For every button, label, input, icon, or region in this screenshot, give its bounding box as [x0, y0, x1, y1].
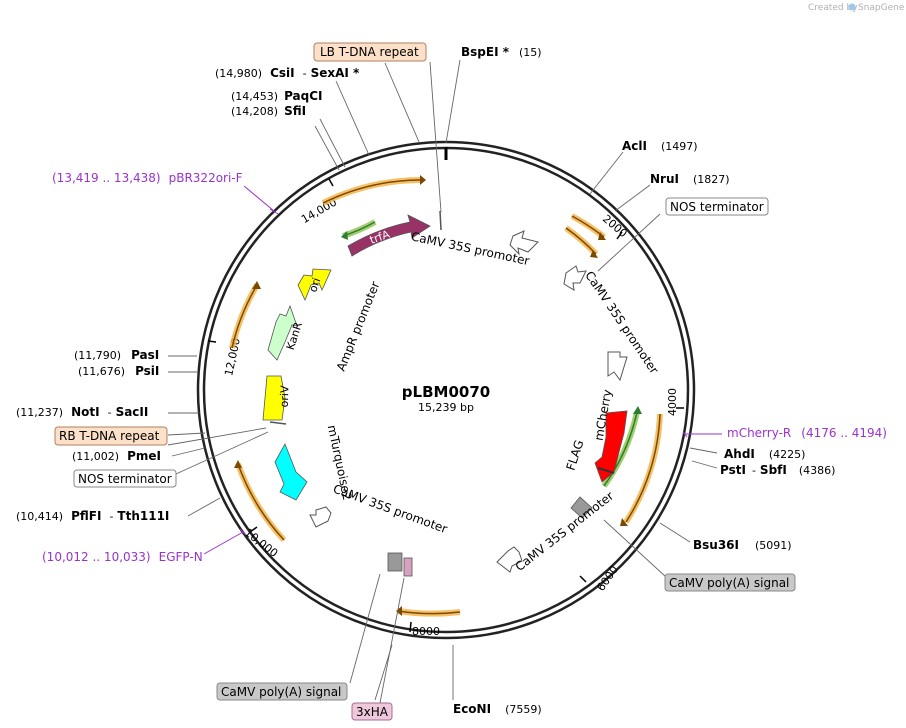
primer-arrowhead-icon [252, 281, 261, 289]
site-bsu36i[interactable]: Bsu36I(5091) [693, 538, 792, 552]
3xha-box[interactable]: 3xHA [351, 702, 393, 721]
primer-egfp-n[interactable]: (10,012 .. 10,033)EGFP-N [42, 550, 203, 564]
site-noti-sacii[interactable]: (11,237)NotI-SacII [16, 405, 148, 419]
flag-mark [597, 467, 615, 474]
tick-8000: 8000 [409, 621, 440, 638]
site-paqci[interactable]: (14,453)PaqCI [231, 89, 323, 103]
site-bspei[interactable]: BspEI *(15) [461, 45, 542, 59]
svg-text:RB T-DNA repeat: RB T-DNA repeat [59, 429, 160, 443]
ampr-promoter-label: AmpR promoter [334, 279, 383, 373]
mTurquoise2-feature [274, 443, 308, 501]
svg-text:NOS terminator: NOS terminator [78, 472, 172, 486]
3xha-marker [403, 557, 413, 577]
snapgene-logo-icon [848, 3, 856, 11]
site-acli[interactable]: AclI(1497) [622, 139, 698, 153]
site-psii[interactable]: (11,676)PsiI [78, 364, 159, 378]
primer-arrowhead-icon [598, 232, 606, 240]
leader-lines [167, 59, 718, 704]
lb-tdna-repeat-box[interactable]: LB T-DNA repeat [313, 42, 427, 62]
oriV-label: oriV [278, 385, 292, 408]
svg-text:4000: 4000 [666, 388, 679, 416]
lb-marker [439, 210, 442, 231]
trfA-feature [347, 214, 431, 257]
camv-polya-marker [570, 496, 593, 519]
camv-polya-box-1[interactable]: CaMV poly(A) signal [664, 573, 796, 592]
svg-text:CaMV poly(A) signal: CaMV poly(A) signal [669, 576, 789, 590]
tick-4000: 4000 [666, 388, 684, 416]
primer-mcherry-r[interactable]: mCherry-R(4176 .. 4194) [727, 426, 887, 440]
site-pflfi-tth111i[interactable]: (10,414)PflFI-Tth111I [16, 509, 169, 523]
svg-text:NOS terminator: NOS terminator [670, 200, 764, 214]
svg-text:CaMV poly(A) signal: CaMV poly(A) signal [221, 685, 341, 699]
plasmid-length: 15,239 bp [418, 401, 474, 414]
primer-pbr322ori-f[interactable]: (13,419 .. 13,438)pBR322ori-F [52, 171, 243, 185]
primer-arrowhead-icon [341, 231, 348, 240]
ori-feature [297, 268, 332, 302]
camv-promoter-arrow-icon [509, 230, 539, 256]
primer-arrowhead-icon [396, 606, 402, 616]
mCherry-feature [594, 410, 628, 483]
oriV-feature [262, 375, 286, 421]
camv-polya-marker [387, 552, 403, 572]
ori-label: ori [306, 276, 323, 294]
svg-text:3xHA: 3xHA [356, 705, 389, 719]
camv-promoter-arrow-icon [309, 506, 332, 528]
credit-brand: SnapGene [858, 3, 905, 13]
site-csii-sexai[interactable]: (14,980)CsiI-SexAI * [215, 66, 360, 80]
svg-text:8000: 8000 [412, 625, 440, 638]
kanR-feature [267, 304, 298, 361]
rb-tdna-repeat-box[interactable]: RB T-DNA repeat [54, 426, 168, 446]
camv-promoter-label-1: CaMV 35S promoter [410, 229, 531, 268]
primer-arrowhead-icon [633, 406, 642, 414]
tick-12000: 12,000 [207, 337, 243, 377]
site-pasi[interactable]: (11,790)PasI [74, 348, 159, 362]
camv-polya-box-2[interactable]: CaMV poly(A) signal [216, 682, 348, 701]
flag-label: FLAG [564, 438, 587, 472]
site-pmei[interactable]: (11,002)PmeI [72, 449, 161, 463]
primer-arrowhead-icon [590, 250, 598, 258]
credit-text: Created by [808, 3, 858, 13]
site-econi[interactable]: EcoNI(7559) [453, 702, 542, 716]
camv-promoter-arrow-icon [563, 265, 587, 291]
camv-promoter-label-3: CaMV 35S promoter [513, 489, 617, 574]
site-ahdi[interactable]: AhdI(4225) [724, 447, 805, 461]
primer-arrowhead-icon [420, 175, 426, 185]
nos-terminator-box-2[interactable]: NOS terminator [73, 469, 177, 488]
site-psti-sbfi[interactable]: PstI-SbfI(4386) [720, 463, 835, 477]
primer-markers [203, 185, 722, 555]
tick-6000: 6000 [579, 563, 621, 594]
rb-marker [269, 421, 287, 425]
site-sfii[interactable]: (14,208)SfiI [231, 104, 306, 118]
nos-terminator-box-1[interactable]: NOS terminator [665, 197, 769, 216]
camv-promoter-arrow-icon [496, 546, 523, 573]
site-nrui[interactable]: NruI(1827) [650, 172, 730, 186]
primer-arrowhead-icon [620, 518, 628, 526]
plasmid-name: pLBM0070 [402, 383, 490, 401]
camv-promoter-arrow-icon [607, 351, 628, 382]
svg-text:LB T-DNA repeat: LB T-DNA repeat [320, 45, 419, 59]
camv-promoter-label-4: CaMV 35S promoter [331, 482, 449, 536]
primer-arrowhead-icon [234, 460, 242, 468]
